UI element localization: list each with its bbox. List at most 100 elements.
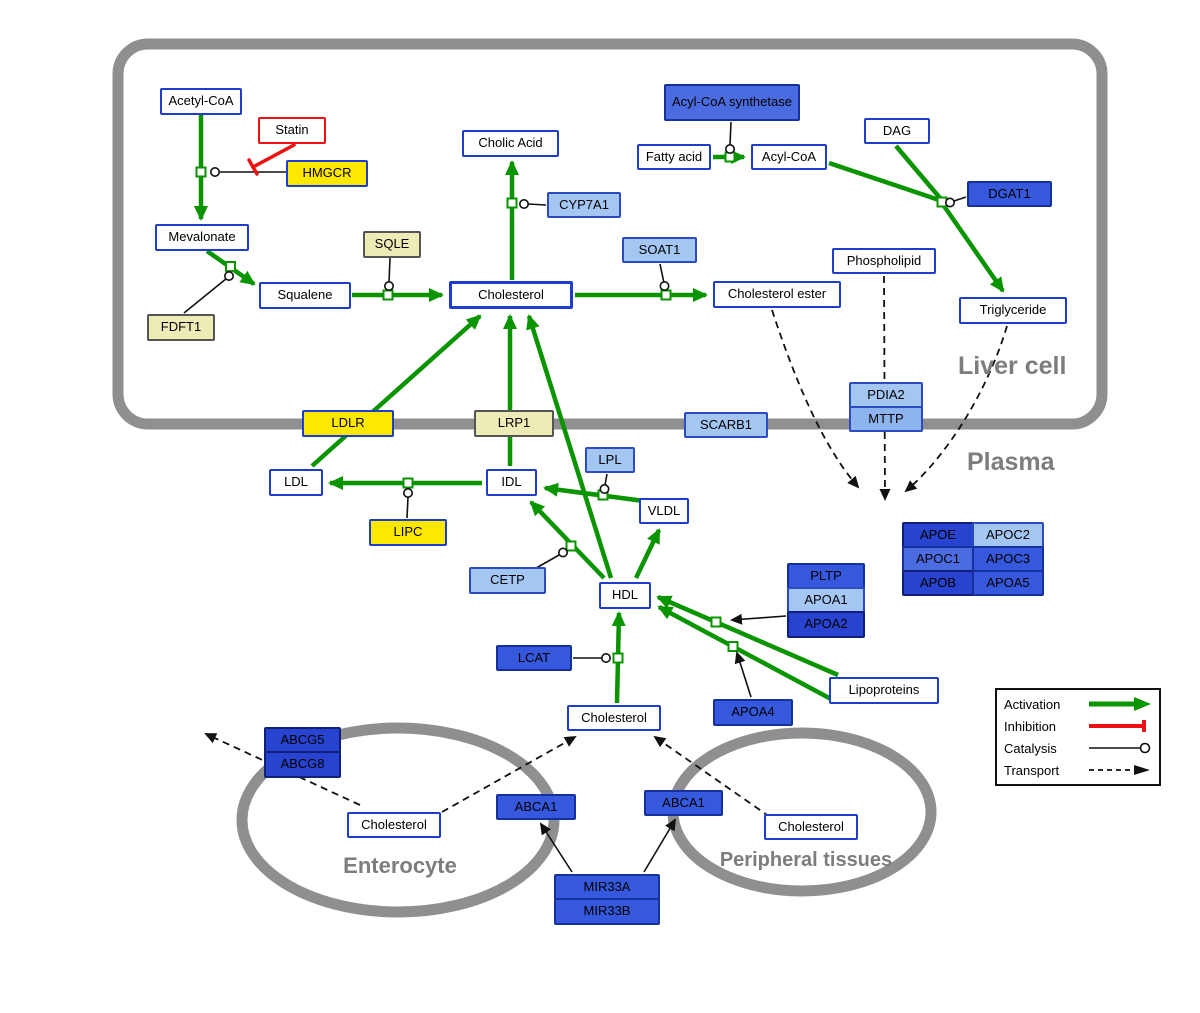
reaction-node — [402, 477, 414, 489]
node-cholesterol-ester[interactable]: Cholesterol ester — [713, 281, 841, 308]
catalysis-sqle — [383, 257, 394, 291]
node-apoc3[interactable]: APOC3 — [972, 546, 1044, 572]
node-fatty-acid[interactable]: Fatty acid — [637, 144, 711, 170]
node-fdft1[interactable]: FDFT1 — [147, 314, 215, 341]
node-pltp[interactable]: PLTP — [787, 563, 865, 589]
node-mevalonate[interactable]: Mevalonate — [155, 224, 249, 251]
transport-enterocyte-cholesterol-to-plasma — [441, 736, 577, 813]
reaction-node — [565, 540, 577, 552]
node-hmgcr[interactable]: HMGCR — [286, 160, 368, 187]
node-acyl-coa-synthetase[interactable]: Acyl-CoA synthetase — [664, 84, 800, 121]
node-cyp7a1[interactable]: CYP7A1 — [547, 192, 621, 218]
catalysis-acyl-coa-synthetase — [724, 121, 735, 155]
reaction-node — [727, 641, 739, 652]
catalysis-lcat — [573, 652, 611, 663]
node-cholic-acid[interactable]: Cholic Acid — [462, 130, 559, 157]
node-acetyl-coa[interactable]: Acetyl-CoA — [160, 88, 242, 115]
legend-row-inhibition: Inhibition — [997, 715, 1159, 737]
node-apoa1[interactable]: APOA1 — [787, 587, 865, 613]
node-cetp[interactable]: CETP — [469, 567, 546, 594]
node-mttp[interactable]: MTTP — [849, 406, 923, 432]
catalysis-fdft1 — [183, 270, 235, 314]
regulation-mir33-to-abca1-peripheral — [643, 818, 677, 873]
edge-acetylcoa-to-mevalonate — [194, 115, 208, 221]
node-acyl-coa[interactable]: Acyl-CoA — [751, 144, 827, 170]
reaction-node — [710, 616, 722, 628]
inhibition-tbar-icon — [1089, 720, 1146, 732]
transport-dashed-arrow-icon — [1089, 765, 1150, 775]
edge-acylcoa-dag-to-triglyceride — [828, 144, 1005, 293]
edge-cholesterol-to-cholesterol-ester — [575, 288, 708, 302]
node-dag[interactable]: DAG — [864, 118, 930, 144]
legend-row-transport: Transport — [997, 759, 1159, 781]
node-lrp1[interactable]: LRP1 — [474, 410, 554, 437]
catalysis-hmgcr — [210, 167, 287, 178]
catalysis-lpl — [599, 473, 610, 494]
node-phospholipid[interactable]: Phospholipid — [832, 248, 936, 274]
node-hdl[interactable]: HDL — [599, 582, 651, 609]
reaction-node — [195, 166, 207, 178]
edge-squalene-to-cholesterol — [352, 288, 444, 302]
node-apoa2[interactable]: APOA2 — [787, 611, 865, 638]
node-abcg5[interactable]: ABCG5 — [264, 727, 341, 753]
edge-fattyacid-to-acylcoa — [713, 150, 746, 164]
node-apoe[interactable]: APOE — [902, 522, 974, 548]
node-cholesterol-plasma[interactable]: Cholesterol — [567, 705, 661, 731]
legend-activation-label: Activation — [1004, 696, 1061, 712]
node-apoc2[interactable]: APOC2 — [972, 522, 1044, 548]
node-lipoproteins[interactable]: Lipoproteins — [829, 677, 939, 704]
catalysis-cyp7a1 — [518, 199, 547, 210]
catalysis-dgat1 — [944, 196, 967, 208]
edge-lipoproteins-to-hdl-upper — [656, 594, 839, 678]
node-squalene[interactable]: Squalene — [259, 282, 351, 309]
node-vldl[interactable]: VLDL — [639, 498, 689, 524]
node-cholesterol-enterocyte[interactable]: Cholesterol — [347, 812, 441, 838]
node-cholesterol-liver[interactable]: Cholesterol — [449, 281, 573, 309]
reaction-node — [506, 197, 518, 209]
node-triglyceride[interactable]: Triglyceride — [959, 297, 1067, 324]
activation-arrow-icon — [1089, 697, 1151, 711]
peripheral-tissues-label: Peripheral tissues — [719, 849, 893, 871]
node-apoa4[interactable]: APOA4 — [713, 699, 793, 726]
edge-hdl-to-vldl — [633, 528, 662, 579]
node-cholesterol-peripheral[interactable]: Cholesterol — [764, 814, 858, 840]
catalysis-soat1 — [659, 263, 670, 291]
node-abcg8[interactable]: ABCG8 — [264, 751, 341, 778]
legend-transport-label: Transport — [1004, 762, 1060, 778]
node-dgat1[interactable]: DGAT1 — [967, 181, 1052, 207]
catalysis-circle-icon — [1089, 742, 1151, 754]
node-sqle[interactable]: SQLE — [363, 231, 421, 258]
node-statin[interactable]: Statin — [258, 117, 326, 144]
node-apoc1[interactable]: APOC1 — [902, 546, 974, 572]
node-lpl[interactable]: LPL — [585, 447, 635, 473]
node-scarb1[interactable]: SCARB1 — [684, 412, 768, 438]
transport-triglyceride-to-vldl-assembly — [904, 325, 1008, 493]
node-pdia2[interactable]: PDIA2 — [849, 382, 923, 408]
edge-cholesterol-to-cholic-acid — [505, 160, 519, 280]
edge-ldl-to-cholesterol-via-ldlr — [310, 314, 482, 468]
legend-catalysis-label: Catalysis — [1004, 740, 1057, 756]
node-lcat[interactable]: LCAT — [496, 645, 572, 671]
catalysis-lipc — [402, 487, 413, 519]
legend-row-activation: Activation — [997, 693, 1159, 715]
regulation-apoa4-to-hdl-reaction — [734, 651, 752, 698]
node-apob[interactable]: APOB — [902, 570, 974, 596]
node-abca1-enterocyte[interactable]: ABCA1 — [496, 794, 576, 820]
legend: Activation Inhibition Catalysis Transpor… — [995, 688, 1161, 786]
node-soat1[interactable]: SOAT1 — [622, 237, 697, 263]
node-lipc[interactable]: LIPC — [369, 519, 447, 546]
node-ldl[interactable]: LDL — [269, 469, 323, 496]
edge-idl-to-ldl — [328, 476, 482, 490]
enterocyte-label: Enterocyte — [343, 853, 457, 878]
node-apoa5[interactable]: APOA5 — [972, 570, 1044, 596]
node-ldlr[interactable]: LDLR — [302, 410, 394, 437]
node-abca1-peripheral[interactable]: ABCA1 — [644, 790, 723, 816]
edge-hdl-to-idl-via-cetp — [529, 500, 606, 580]
node-mir33b[interactable]: MIR33B — [554, 898, 660, 925]
liver-cell-outline — [112, 38, 1108, 430]
node-mir33a[interactable]: MIR33A — [554, 874, 660, 900]
inhibition-statin-to-hmgcr-reaction — [247, 143, 296, 176]
node-idl[interactable]: IDL — [486, 469, 537, 496]
